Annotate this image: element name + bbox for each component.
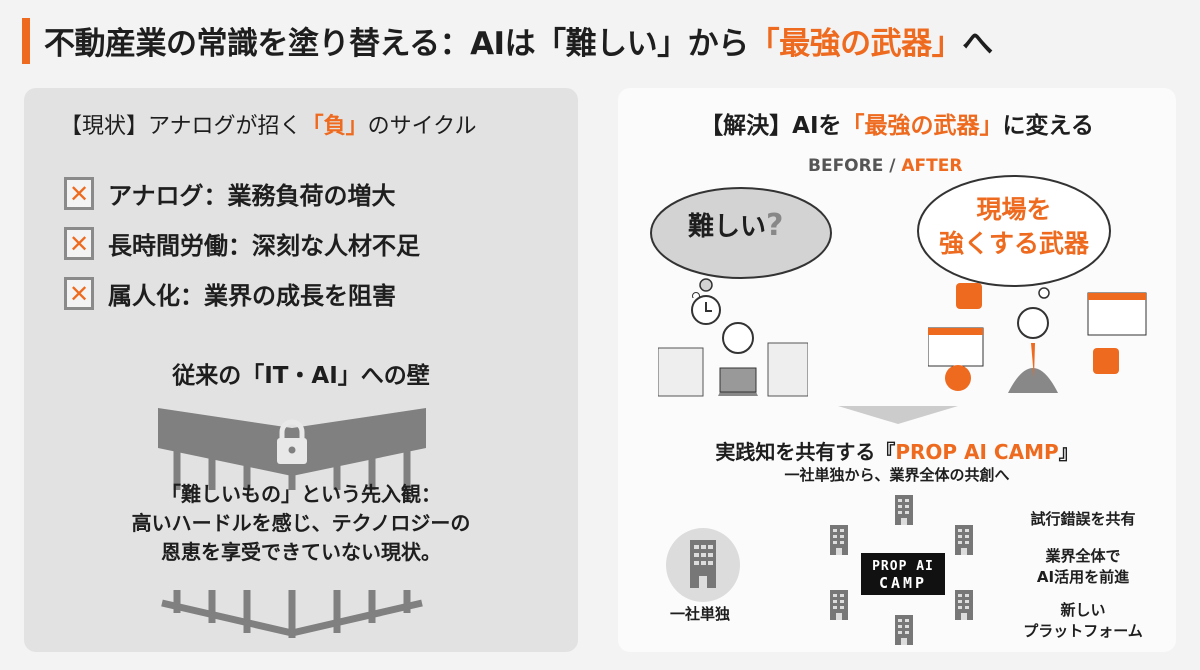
after-thought-bubble — [917, 175, 1111, 299]
benefit-text: 業界全体で AI活用を前進 — [1036, 547, 1130, 586]
solution-panel: 【解決】AIを「最強の武器」に変える BEFORE / AFTER 難しい? 現… — [618, 88, 1176, 652]
problem-item: ✕長時間労働：深刻な人材不足 — [64, 226, 420, 261]
current-state-heading: 【現状】アナログが招く「負」のサイクル — [60, 114, 477, 139]
after-bubble-text: 現場を強くする武器 — [938, 195, 1089, 258]
camp-heading: 実践知を共有する『PROP AI CAMP』 — [715, 440, 1079, 464]
benefit-text: 試行錯誤を共有 — [1030, 510, 1136, 528]
problem-item: ✕アナログ：業務負荷の増大 — [64, 176, 396, 211]
solution-heading: 【解決】AIを「最強の武器」に変える — [700, 113, 1094, 139]
camp-subheading: 一社単独から、業界全体の共創へ — [784, 466, 1010, 484]
before-after-label: BEFORE / AFTER — [808, 156, 963, 176]
title-accent-bar — [22, 18, 30, 64]
wall-heading: 従来の「IT・AI」への壁 — [172, 363, 430, 389]
before-thought-bubble — [650, 187, 832, 298]
down-arrow-icon — [838, 406, 958, 424]
x-mark-icon: ✕ — [64, 177, 94, 210]
wall-description: 「難しいもの」という先入観：高いハードルを感じ、テクノロジーの恩恵を享受できてい… — [131, 482, 471, 564]
benefit-text: 新しい プラットフォーム — [1023, 601, 1143, 640]
building-icon — [953, 523, 975, 561]
current-state-panel: 【現状】アナログが招く「負」のサイクル ✕アナログ：業務負荷の増大 ✕長時間労働… — [24, 88, 578, 652]
single-company-icon — [666, 528, 740, 602]
single-company-label: 一社単独 — [670, 605, 731, 623]
building-icon — [953, 588, 975, 626]
x-mark-icon: ✕ — [64, 277, 94, 310]
page-title: 不動産業の常識を塗り替える：AIは「難しい」から「最強の武器」へ — [44, 26, 993, 62]
building-icon — [828, 523, 850, 561]
barrier-wall-icon — [158, 408, 426, 638]
building-icon — [893, 493, 915, 531]
building-icon — [828, 588, 850, 626]
x-mark-icon: ✕ — [64, 227, 94, 260]
building-icon — [893, 613, 915, 651]
stressed-worker-illustration — [658, 295, 808, 397]
problem-item: ✕属人化：業界の成長を阻害 — [64, 276, 396, 311]
empowered-worker-illustration — [928, 283, 1147, 393]
before-bubble-text: 難しい? — [688, 208, 784, 243]
